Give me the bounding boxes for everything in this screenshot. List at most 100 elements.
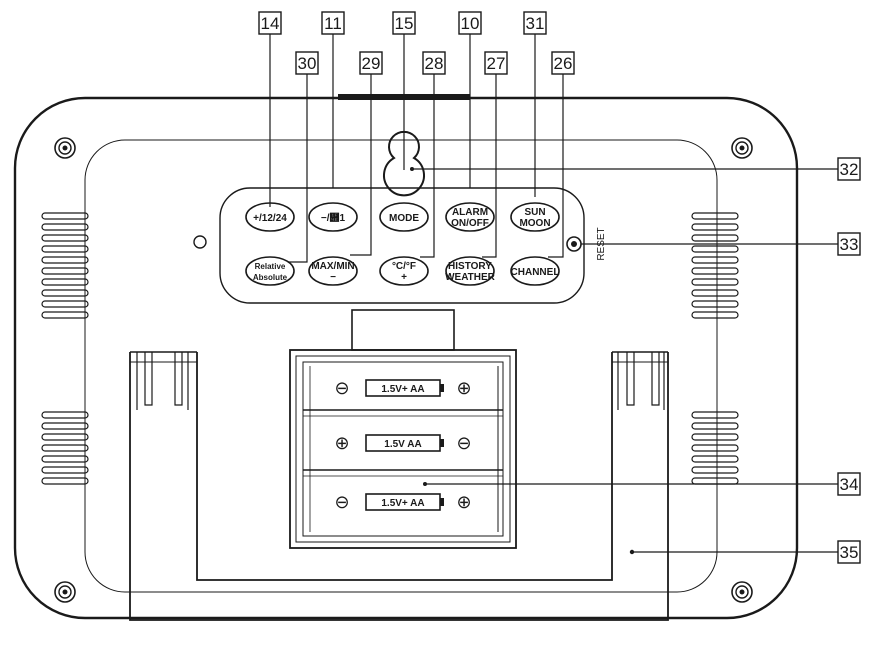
vent-slot [691,411,739,419]
button-label: CHANNEL [511,267,560,278]
callout-number: 31 [526,14,545,33]
battery-polarity-right: ⊕ [456,492,471,512]
button-row1-2[interactable]: MODE [379,202,429,232]
vent-slot [41,300,89,308]
button-label-line2: MOON [519,218,550,229]
vent-left-lower [41,411,89,485]
callout-32: 32 [837,157,861,181]
vent-slot [691,212,739,220]
vent-slot [41,212,89,220]
vent-slot [41,433,89,441]
callout-35: 35 [837,540,861,564]
button-label-line2: Absolute [253,273,288,282]
callout-number: 15 [395,14,414,33]
vent-slot [41,422,89,430]
vent-slot [41,466,89,474]
vent-slot [691,300,739,308]
battery-terminal [440,384,444,392]
vent-slot [41,223,89,231]
callout-number: 11 [324,14,342,33]
callout-number: 27 [487,54,506,73]
panel-hole [193,235,207,249]
screw-top-right [731,137,753,159]
vent-slot [41,444,89,452]
button-row2-1[interactable]: MAX/MIN− [308,256,358,286]
vent-slot [691,223,739,231]
callout-number: 14 [261,14,280,33]
battery-2: 1.5V AA⊕⊖ [334,433,471,453]
reset-button[interactable] [566,236,582,252]
vent-slot [691,289,739,297]
battery-terminal [440,498,444,506]
leader-dots [410,167,635,555]
callout-11: 11 [321,11,345,35]
callout-number: 33 [840,235,859,254]
vent-slot [691,256,739,264]
stand-leg [129,351,669,621]
vent-slot [691,311,739,319]
vent-slot [691,444,739,452]
button-label-line1: ALARM [452,207,488,218]
callout-number: 28 [425,54,444,73]
button-row1-1[interactable]: −/὎1 [308,202,358,232]
vent-slot [691,234,739,242]
callout-number: 29 [362,54,381,73]
leader-lines [269,32,838,553]
screw-bottom-right [731,581,753,603]
battery-label: 1.5V+ AA [381,498,424,509]
battery-polarity-left: ⊖ [334,378,349,398]
button-label: MODE [389,213,419,224]
button-row1-0[interactable]: +/12/24 [245,202,295,232]
vent-slot [41,245,89,253]
vent-left-upper [41,212,89,319]
vent-slot [41,289,89,297]
battery-3: 1.5V+ AA ⊖ ⊕ [334,492,471,512]
callout-number: 32 [840,160,859,179]
vent-slot [691,455,739,463]
battery-label: 1.5V+ AA [381,384,424,395]
battery-compartment [289,349,517,549]
callout-34: 34 [837,472,861,496]
vent-slot [41,411,89,419]
battery-polarity-left: ⊕ [334,433,349,453]
callout-10: 10 [458,11,482,35]
button-row2-4[interactable]: CHANNEL [510,256,560,286]
vent-slot [41,477,89,485]
button-label-line2: WEATHER [445,272,496,283]
button-label-line1: °C/°F [392,261,416,272]
vent-slot [691,245,739,253]
vent-slot [691,267,739,275]
vent-right-lower [691,411,739,485]
callout-26: 26 [551,51,575,75]
button-row2-2[interactable]: °C/°F+ [379,256,429,286]
battery-polarity-right: ⊖ [456,433,471,453]
battery-polarity-left: ⊖ [334,492,349,512]
callout-number: 34 [840,475,859,494]
vent-right-upper [691,212,739,319]
vent-slot [41,267,89,275]
device-inner-panel [84,139,718,593]
button-label-line1: Relative [255,262,286,271]
callout-29: 29 [359,51,383,75]
callout-number: 26 [554,54,573,73]
vent-slot [41,256,89,264]
vent-slot [41,278,89,286]
callout-15: 15 [392,11,416,35]
wall-mount-keyhole [383,130,425,197]
button-label-line2: + [401,272,407,283]
battery-cover-tab [351,309,455,351]
callout-33: 33 [837,232,861,256]
batteries-group: 1.5V+ AA⊖⊕1.5V AA⊕⊖1.5V+ AA⊖⊕ [334,378,471,512]
callout-28: 28 [422,51,446,75]
vent-slot [691,466,739,474]
screw-bottom-left [54,581,76,603]
screw-top-left [54,137,76,159]
